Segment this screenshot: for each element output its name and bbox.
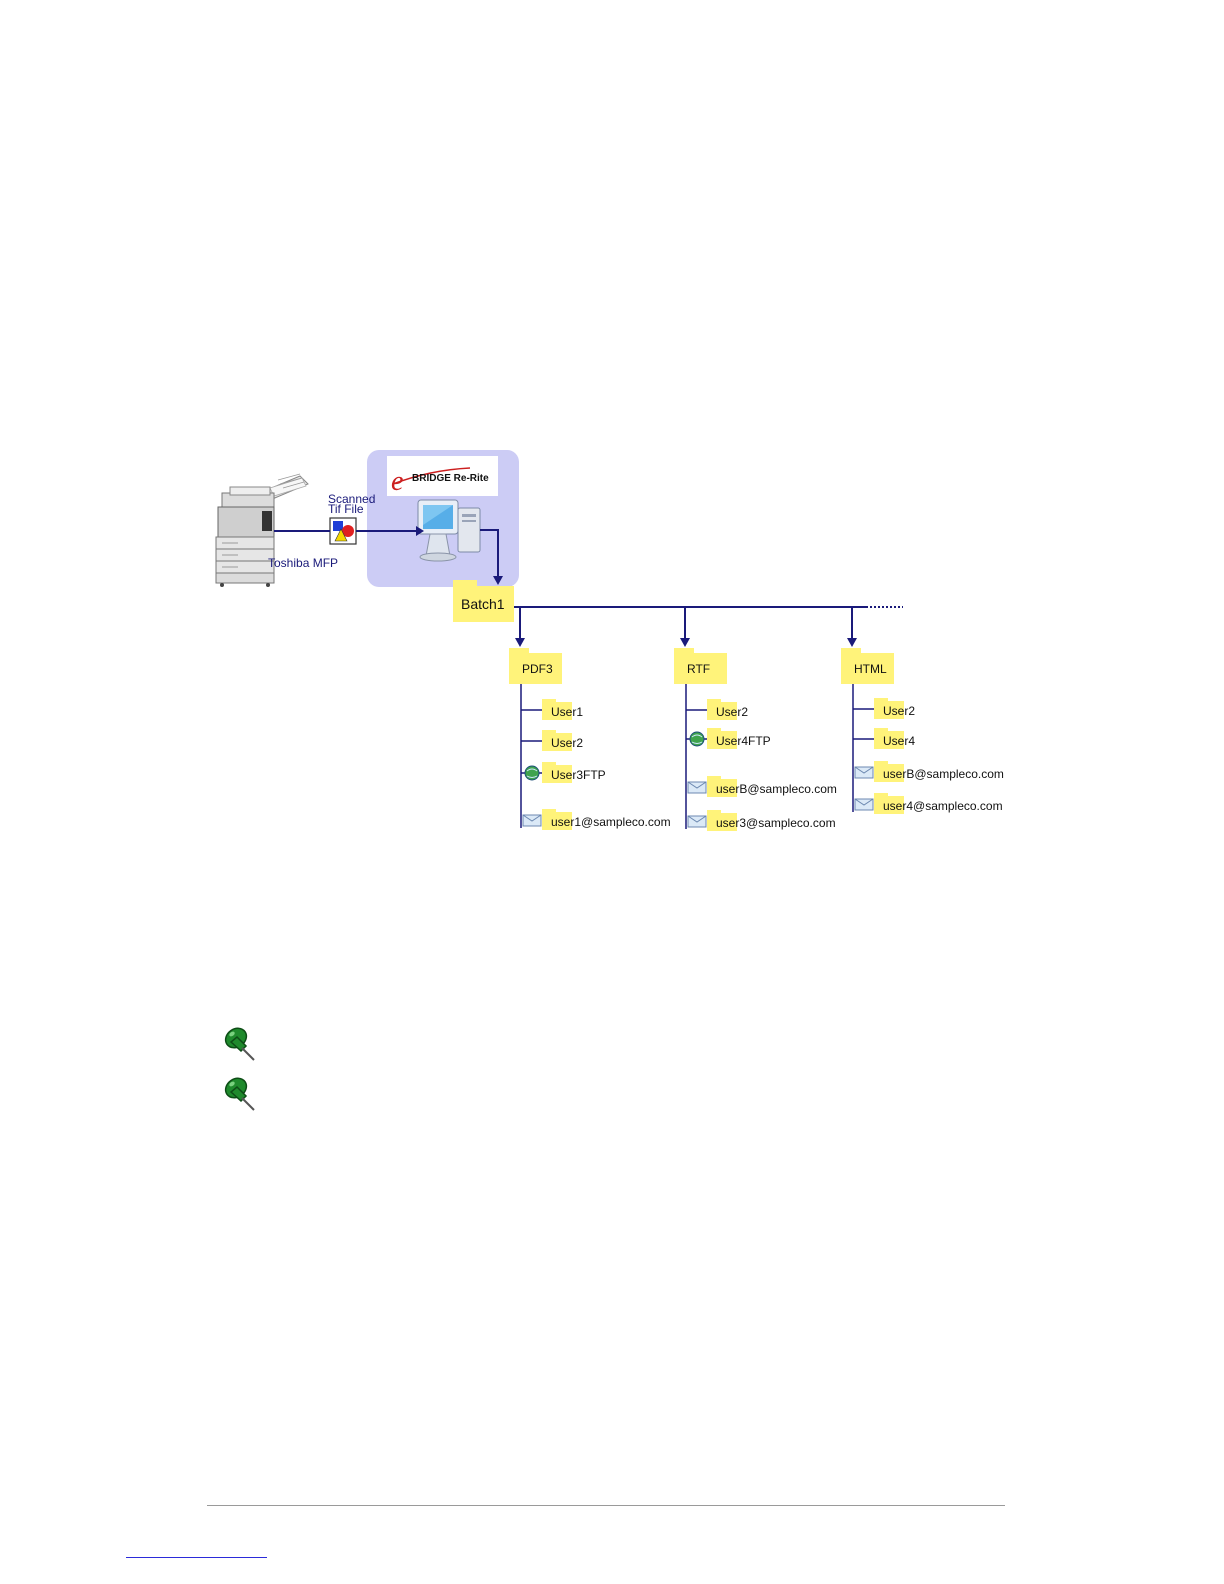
item-label: User4FTP bbox=[716, 734, 771, 748]
list-item: User2 bbox=[853, 698, 915, 719]
item-label: userB@sampleco.com bbox=[716, 782, 837, 796]
arrowhead-icon bbox=[515, 638, 525, 647]
globe-icon bbox=[690, 732, 704, 746]
item-label: User3FTP bbox=[551, 768, 606, 782]
envelope-icon bbox=[688, 782, 706, 793]
computer-icon bbox=[418, 500, 480, 561]
footer-divider bbox=[207, 1505, 1005, 1506]
item-label: user4@sampleco.com bbox=[883, 799, 1003, 813]
format-folder-label: PDF3 bbox=[522, 662, 553, 676]
pushpin-icon bbox=[216, 1024, 256, 1064]
svg-text:BRIDGE Re-Rite: BRIDGE Re-Rite bbox=[412, 473, 489, 484]
list-item: user3@sampleco.com bbox=[688, 810, 836, 831]
scanned-label-line2: Tif File bbox=[328, 502, 364, 516]
list-item: User3FTP bbox=[521, 762, 606, 783]
list-item: user1@sampleco.com bbox=[523, 809, 671, 830]
globe-icon bbox=[525, 766, 539, 780]
list-item: User1 bbox=[521, 699, 583, 720]
ebridge-logo: e BRIDGE Re-Rite bbox=[387, 456, 498, 497]
list-item: User2 bbox=[686, 699, 748, 720]
item-label: User2 bbox=[883, 704, 915, 718]
envelope-icon bbox=[523, 815, 541, 826]
arrowhead-icon bbox=[847, 638, 857, 647]
pushpin-icon bbox=[216, 1074, 256, 1114]
item-label: User2 bbox=[716, 705, 748, 719]
envelope-icon bbox=[688, 816, 706, 827]
item-label: user3@sampleco.com bbox=[716, 816, 836, 830]
item-label: user1@sampleco.com bbox=[551, 815, 671, 829]
mfp-label: Toshiba MFP bbox=[268, 556, 338, 570]
item-label: User4 bbox=[883, 734, 915, 748]
list-item: User4FTP bbox=[686, 728, 771, 749]
format-folder-label: HTML bbox=[854, 662, 887, 676]
list-item: userB@sampleco.com bbox=[855, 761, 1004, 782]
arrowhead-icon bbox=[680, 638, 690, 647]
format-folder-label: RTF bbox=[687, 662, 710, 676]
tif-file-icon bbox=[330, 518, 356, 544]
envelope-icon bbox=[855, 799, 873, 810]
item-label: User1 bbox=[551, 705, 583, 719]
batch1-label: Batch1 bbox=[461, 596, 505, 612]
envelope-icon bbox=[855, 767, 873, 778]
list-item: User2 bbox=[521, 730, 583, 751]
footer-link-underline bbox=[126, 1557, 267, 1558]
list-item: userB@sampleco.com bbox=[688, 776, 837, 797]
format-branches: PDF3User1User2User3FTPuser1@sampleco.com… bbox=[509, 607, 1004, 831]
item-label: userB@sampleco.com bbox=[883, 767, 1004, 781]
list-item: user4@sampleco.com bbox=[855, 793, 1003, 814]
item-label: User2 bbox=[551, 736, 583, 750]
list-item: User4 bbox=[853, 728, 915, 749]
